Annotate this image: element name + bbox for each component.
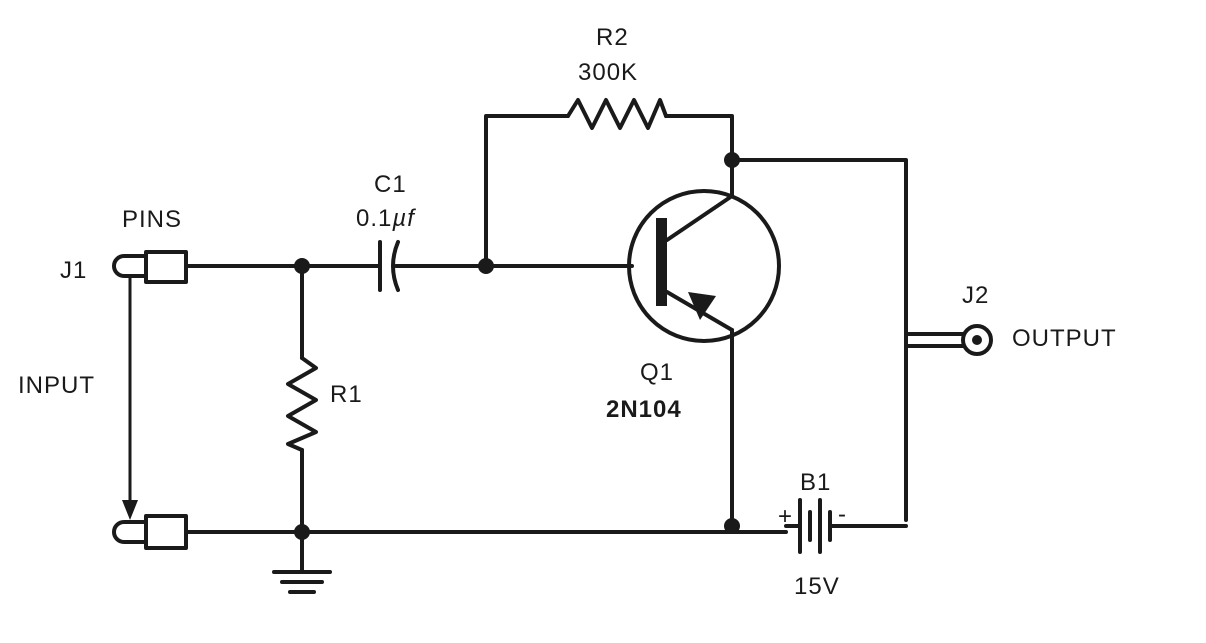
junction-dot	[294, 258, 310, 274]
b1-value-label: 15V	[794, 573, 840, 600]
q1-emitter-arrow	[688, 292, 716, 320]
j1-type-label: PINS	[122, 206, 182, 233]
wire-collector-output	[730, 158, 908, 522]
r2-zigzag	[566, 98, 668, 130]
j1-bottom-plug	[144, 514, 188, 550]
c1-value-label: 0.1µf	[356, 205, 416, 232]
transistor-q1	[627, 189, 781, 343]
c1-ref-label: C1	[374, 171, 407, 198]
b1-plus-sign: +	[778, 503, 793, 530]
wires	[184, 114, 908, 572]
junction-dot	[724, 518, 740, 534]
r2-ref-label: R2	[596, 24, 629, 51]
input-arrow-head	[122, 500, 138, 520]
c1-plate-curved	[391, 240, 400, 292]
resistor-r2	[566, 98, 668, 130]
j1-bottom-plug-tip	[112, 520, 148, 544]
b1-ref-label: B1	[800, 469, 831, 496]
q1-collector-lead	[665, 194, 734, 242]
q1-ref-label: Q1	[640, 359, 674, 386]
junction-dot	[478, 258, 494, 274]
j1-ref-label: J1	[60, 257, 87, 284]
junction-dot	[294, 524, 310, 540]
r1-ref-label: R1	[330, 381, 363, 408]
j1-input-pins	[112, 250, 188, 550]
j1-top-plug	[144, 250, 188, 284]
c1-value-number: 0.1	[356, 205, 392, 232]
j2-jack-center	[972, 335, 982, 345]
q1-base-bar	[656, 218, 667, 306]
wire-r2-collector	[664, 114, 734, 198]
battery-b1	[784, 498, 838, 554]
input-label: INPUT	[18, 372, 95, 399]
j2-jack-ring	[961, 324, 993, 356]
wire-feedback	[484, 114, 570, 268]
b1-minus-sign: -	[838, 501, 847, 528]
labels: PINS J1 INPUT C1 0.1µf R1 R2 300K Q1 2N1…	[18, 24, 1117, 600]
output-label: OUTPUT	[1012, 325, 1117, 352]
r1-zigzag	[286, 356, 318, 452]
junction-dot	[724, 152, 740, 168]
q1-part-label: 2N104	[606, 396, 682, 423]
resistor-r1	[286, 356, 318, 452]
capacitor-c1	[378, 240, 400, 292]
j1-top-plug-tip	[112, 254, 148, 278]
junction-dots	[294, 152, 740, 540]
q1-envelope	[627, 189, 781, 343]
j2-output-jack	[904, 324, 993, 356]
c1-value-unit: µf	[391, 205, 416, 232]
j2-ref-label: J2	[962, 282, 989, 309]
r2-value-label: 300K	[578, 59, 638, 86]
ground-symbol	[272, 570, 332, 594]
